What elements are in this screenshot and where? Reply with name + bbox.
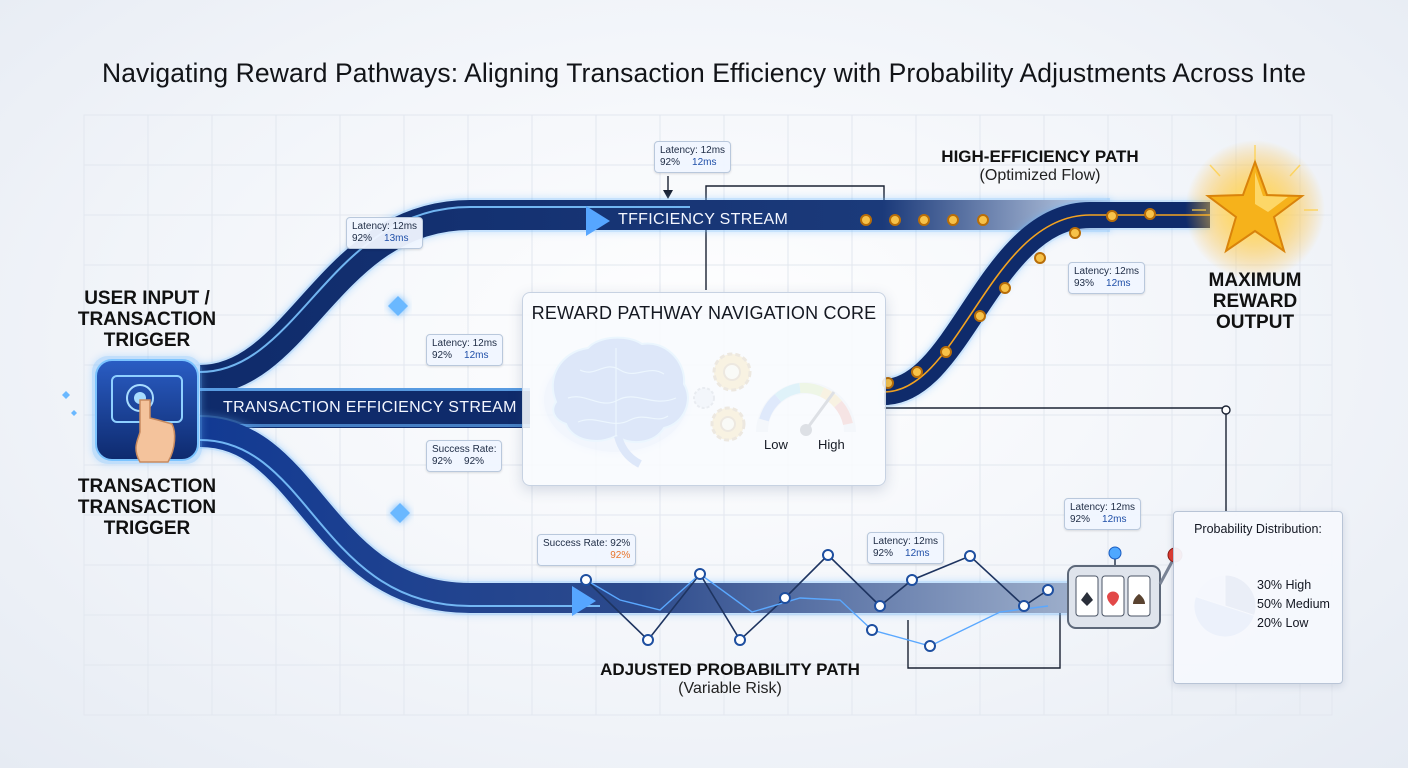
- metric-value: 12ms: [1102, 514, 1127, 525]
- reward-line-1: MAXIMUM: [1208, 270, 1302, 291]
- slot-machine-icon: [1067, 546, 1183, 629]
- user-input-label: USER INPUT / TRANSACTION TRIGGER: [62, 288, 232, 351]
- metric-tag: Latency: 12ms 92% 13ms: [346, 217, 424, 249]
- trigger-line-3: TRIGGER: [103, 518, 191, 539]
- metric-tag: Latency: 12ms 92% 12ms: [1064, 498, 1142, 530]
- metric-value: 12ms: [692, 157, 717, 168]
- high-efficiency-curve: [882, 200, 1210, 407]
- probability-panel: Probability Distribution: 30% High 50% M…: [1173, 511, 1343, 684]
- metric-line: Latency: 12ms: [432, 338, 498, 349]
- top-stream-label: TFFICIENCY STREAM: [618, 211, 789, 228]
- metric-value: 92%: [660, 157, 681, 168]
- middle-stream-label: TRANSACTION EFFICIENCY STREAM: [223, 399, 517, 416]
- trigger-line-1: TRANSACTION: [77, 476, 217, 497]
- metric-tag: Success Rate: 92% 92%: [537, 534, 637, 566]
- metric-tag: Latency: 12ms 92% 12ms: [867, 532, 945, 564]
- adjusted-path-label: ADJUSTED PROBABILITY PATH (Variable Risk…: [560, 660, 900, 698]
- metric-line: Latency: 12ms: [352, 221, 418, 232]
- user-input-line-1: USER INPUT /: [84, 288, 210, 309]
- gauge-high-label: High: [818, 437, 845, 452]
- metric-line: Latency: 12ms: [1070, 502, 1136, 513]
- reward-star-icon: [1185, 140, 1325, 280]
- metric-tag: Success Rate: 92% 92%: [426, 440, 503, 472]
- metric-line: Success Rate:: [432, 444, 497, 455]
- reward-line-3: OUTPUT: [1215, 312, 1295, 333]
- reward-line-2: REWARD: [1212, 291, 1298, 312]
- metric-value: 92%: [610, 550, 631, 561]
- high-efficiency-title: HIGH-EFFICIENCY PATH: [941, 147, 1139, 166]
- metric-value: 92%: [432, 350, 453, 361]
- variable-risk-nodes: [580, 549, 1054, 652]
- metric-line: Latency: 12ms: [660, 145, 726, 156]
- probability-row-low: 20% Low: [1257, 616, 1309, 630]
- adjusted-path-subtitle: (Variable Risk): [678, 680, 782, 697]
- probability-title: Probability Distribution:: [1194, 522, 1322, 536]
- top-stream: [198, 198, 1110, 397]
- metric-value: 12ms: [1106, 278, 1131, 289]
- metric-value: 92%: [432, 456, 453, 467]
- metric-value: 12ms: [464, 350, 489, 361]
- user-input-line-3: TRIGGER: [103, 330, 191, 351]
- adjusted-path-title: ADJUSTED PROBABILITY PATH: [600, 660, 860, 679]
- metric-value: 92%: [873, 548, 894, 559]
- metric-value: 12ms: [905, 548, 930, 559]
- high-efficiency-label: HIGH-EFFICIENCY PATH (Optimized Flow): [900, 147, 1180, 185]
- metric-line: Success Rate: 92%: [543, 538, 631, 549]
- metric-tag: Latency: 12ms 92% 12ms: [654, 141, 732, 173]
- metric-line: Latency: 12ms: [873, 536, 939, 547]
- metric-value: 92%: [464, 456, 485, 467]
- navigation-core-panel: REWARD PATHWAY NAVIGATION CORE: [522, 292, 886, 486]
- probability-row-high: 30% High: [1257, 578, 1312, 592]
- metric-value: 92%: [1070, 514, 1091, 525]
- user-input-line-2: TRANSACTION: [77, 309, 217, 330]
- efficiency-nodes: [860, 208, 1156, 389]
- bottom-stream-arrow: [572, 586, 596, 616]
- middle-stream: [62, 388, 530, 428]
- metric-value: 92%: [352, 233, 373, 244]
- touch-input-icon: [92, 356, 202, 464]
- metric-value: 93%: [1074, 278, 1095, 289]
- transaction-trigger-label: TRANSACTION TRANSACTION TRIGGER: [62, 476, 232, 539]
- metric-tag: Latency: 12ms 92% 12ms: [426, 334, 504, 366]
- top-stream-arrow: [586, 206, 610, 236]
- gauge-low-label: Low: [764, 437, 788, 452]
- high-efficiency-subtitle: (Optimized Flow): [979, 167, 1101, 184]
- maximum-reward-label: MAXIMUM REWARD OUTPUT: [1180, 270, 1330, 333]
- bottom-stream: [199, 415, 1080, 616]
- diagram-title: Navigating Reward Pathways: Aligning Tra…: [101, 57, 1307, 88]
- metric-line: Latency: 12ms: [1074, 266, 1140, 277]
- probability-row-medium: 50% Medium: [1257, 597, 1330, 611]
- connector-lines: [663, 176, 1231, 669]
- navigation-core-title: REWARD PATHWAY NAVIGATION CORE: [531, 303, 877, 323]
- trigger-line-2: TRANSACTION: [77, 497, 217, 518]
- metric-value: 13ms: [384, 233, 409, 244]
- metric-tag: Latency: 12ms 93% 12ms: [1068, 262, 1146, 294]
